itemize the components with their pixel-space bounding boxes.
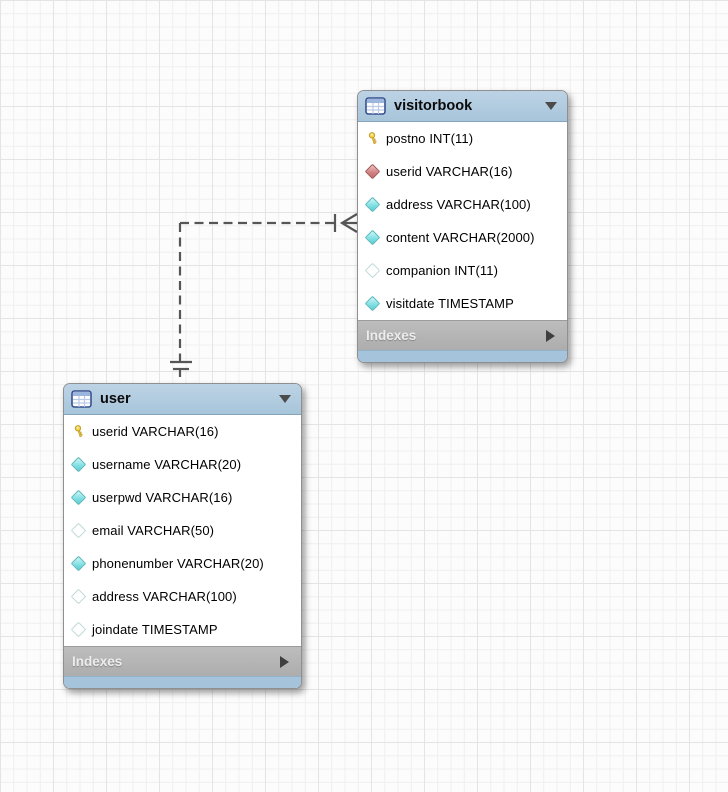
table-icon: [71, 390, 92, 408]
indexes-row[interactable]: Indexes: [358, 320, 567, 350]
notnull-diamond-icon: [364, 196, 381, 213]
column-row[interactable]: userid VARCHAR(16): [358, 155, 567, 188]
column-row[interactable]: email VARCHAR(50): [64, 514, 301, 547]
column-label: joindate TIMESTAMP: [92, 622, 218, 637]
nullable-diamond-icon: [70, 522, 87, 539]
table-user-header[interactable]: user: [64, 384, 301, 415]
column-row[interactable]: content VARCHAR(2000): [358, 221, 567, 254]
triangle-right-icon[interactable]: [546, 329, 555, 342]
column-label: email VARCHAR(50): [92, 523, 215, 538]
column-label: userid VARCHAR(16): [92, 424, 219, 439]
notnull-diamond-icon: [364, 295, 381, 312]
indexes-label: Indexes: [366, 328, 417, 343]
triangle-right-icon[interactable]: [280, 655, 289, 668]
column-label: address VARCHAR(100): [386, 197, 531, 212]
notnull-diamond-icon: [70, 555, 87, 572]
column-label: phonenumber VARCHAR(20): [92, 556, 264, 571]
table-visitorbook[interactable]: visitorbook postno INT(11) userid VARCHA…: [357, 90, 568, 363]
table-footer-band: [358, 350, 567, 362]
notnull-diamond-icon: [364, 229, 381, 246]
nullable-diamond-icon: [70, 588, 87, 605]
column-row[interactable]: username VARCHAR(20): [64, 448, 301, 481]
table-title: visitorbook: [394, 98, 473, 114]
column-row[interactable]: userid VARCHAR(16): [64, 415, 301, 448]
table-user[interactable]: user userid VARCHAR(16) username VARCHAR…: [63, 383, 302, 689]
column-label: companion INT(11): [386, 263, 499, 278]
column-label: postno INT(11): [386, 131, 474, 146]
table-title: user: [100, 391, 131, 407]
column-label: address VARCHAR(100): [92, 589, 237, 604]
table-visitorbook-columns: postno INT(11) userid VARCHAR(16) addres…: [358, 122, 567, 320]
nullable-diamond-icon: [364, 262, 381, 279]
chevron-down-icon[interactable]: [279, 395, 291, 403]
indexes-label: Indexes: [72, 654, 123, 669]
column-label: userpwd VARCHAR(16): [92, 490, 233, 505]
column-label: userid VARCHAR(16): [386, 164, 513, 179]
column-row[interactable]: postno INT(11): [358, 122, 567, 155]
foreign-key-diamond-icon: [364, 163, 381, 180]
table-footer-band: [64, 676, 301, 688]
column-label: username VARCHAR(20): [92, 457, 242, 472]
primary-key-icon: [71, 424, 86, 439]
nullable-diamond-icon: [70, 621, 87, 638]
column-row[interactable]: joindate TIMESTAMP: [64, 613, 301, 646]
column-row[interactable]: address VARCHAR(100): [358, 188, 567, 221]
column-row[interactable]: address VARCHAR(100): [64, 580, 301, 613]
table-user-columns: userid VARCHAR(16) username VARCHAR(20) …: [64, 415, 301, 646]
column-label: visitdate TIMESTAMP: [386, 296, 514, 311]
column-row[interactable]: phonenumber VARCHAR(20): [64, 547, 301, 580]
table-icon: [365, 97, 386, 115]
notnull-diamond-icon: [70, 456, 87, 473]
column-label: content VARCHAR(2000): [386, 230, 535, 245]
column-row[interactable]: visitdate TIMESTAMP: [358, 287, 567, 320]
column-row[interactable]: companion INT(11): [358, 254, 567, 287]
primary-key-icon: [365, 131, 380, 146]
indexes-row[interactable]: Indexes: [64, 646, 301, 676]
chevron-down-icon[interactable]: [545, 102, 557, 110]
crow-foot-icon: [339, 213, 358, 233]
column-row[interactable]: userpwd VARCHAR(16): [64, 481, 301, 514]
notnull-diamond-icon: [70, 489, 87, 506]
table-visitorbook-header[interactable]: visitorbook: [358, 91, 567, 122]
